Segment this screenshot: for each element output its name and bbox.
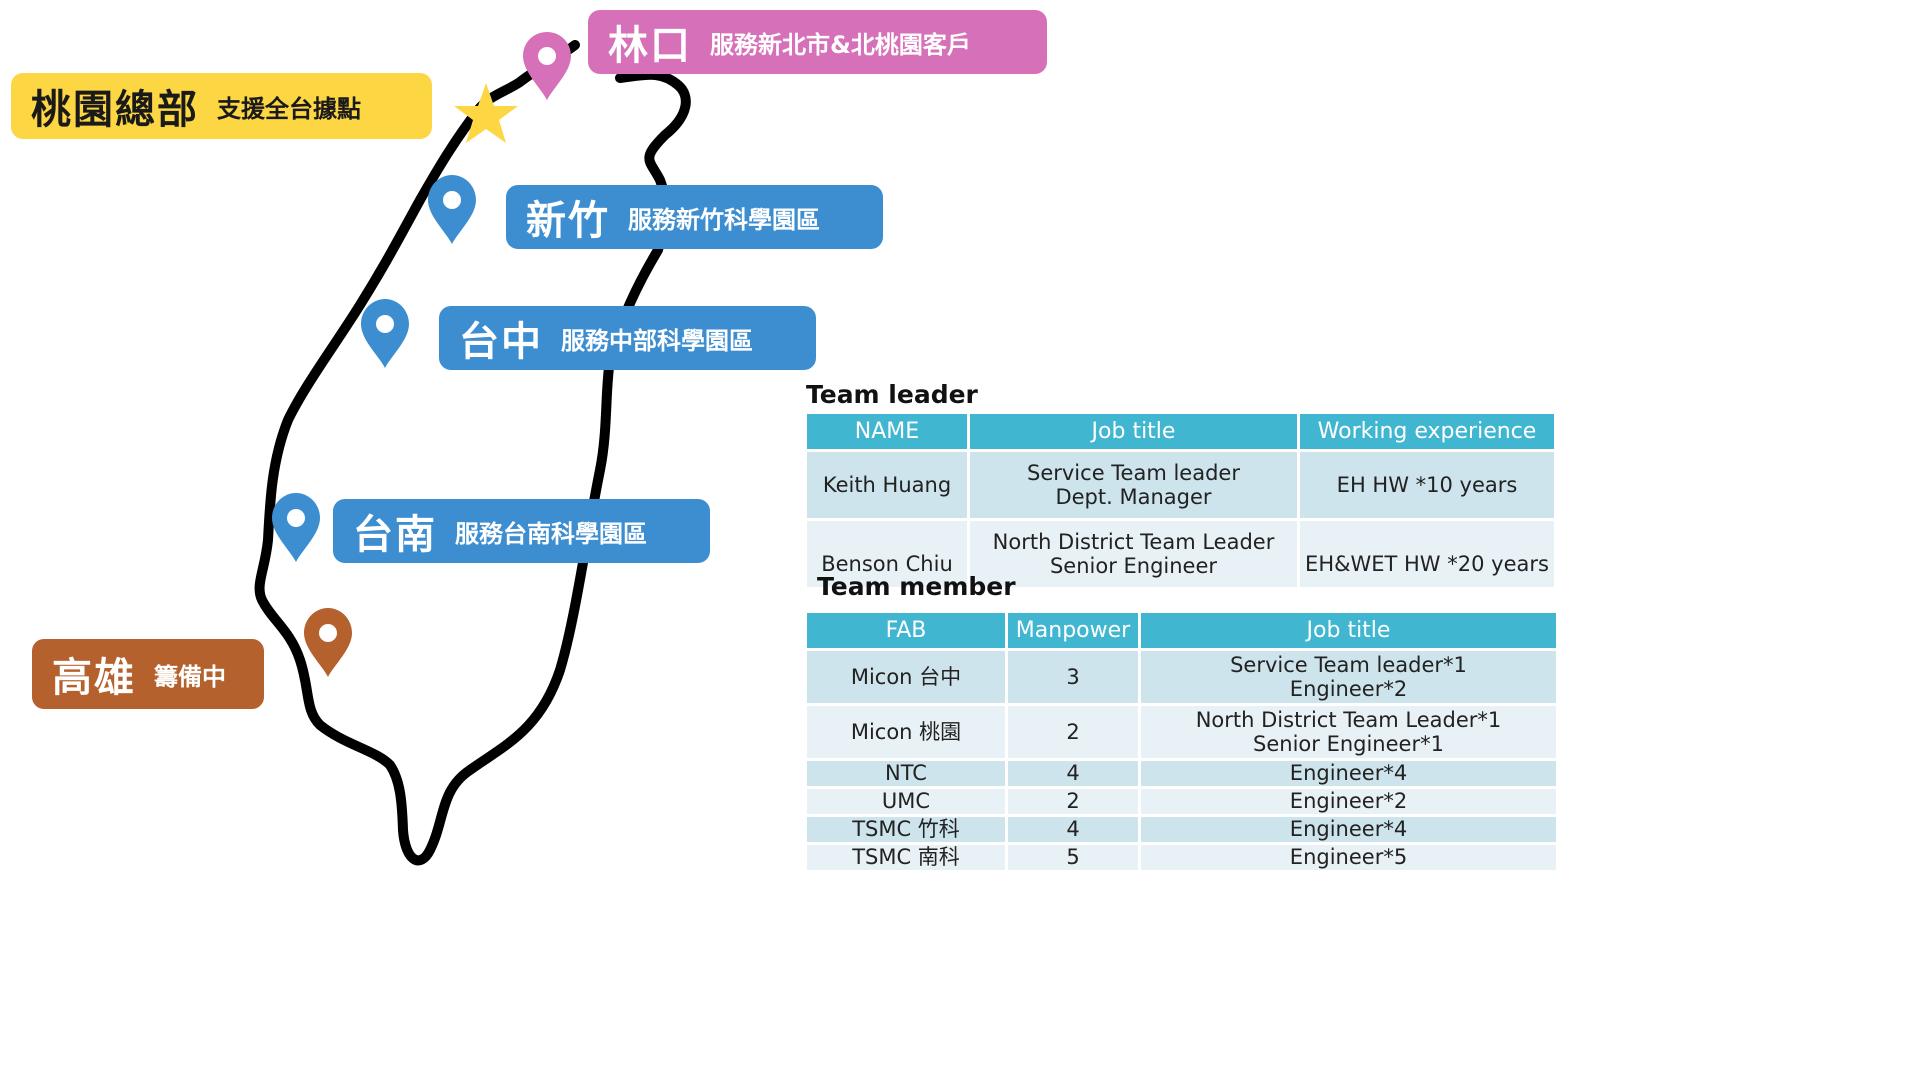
location-desc: 服務新北市&北桃園客戶 <box>710 30 971 59</box>
taiwan-outline <box>254 40 691 866</box>
location-name: 桃園總部 <box>31 87 199 133</box>
table-cell: Benson Chiu <box>804 518 970 590</box>
table-cell: UMC <box>804 786 1008 817</box>
location-label-kaohsiung: 高雄 籌備中 <box>32 639 264 709</box>
table-cell: EH&WET HW *20 years <box>1297 518 1557 590</box>
table-cell: 2 <box>1005 786 1141 817</box>
star-icon <box>454 83 518 143</box>
table-header: Job title <box>1138 610 1559 651</box>
location-name: 台中 <box>459 319 543 365</box>
location-name: 林口 <box>608 23 692 69</box>
table-header: Manpower <box>1005 610 1141 651</box>
table-row: TSMC 南科 5 Engineer*5 <box>804 842 1559 873</box>
location-label-taichung: 台中 服務中部科學園區 <box>439 306 816 370</box>
table-cell: Service Team leader*1 Engineer*2 <box>1138 648 1559 706</box>
location-desc: 服務中部科學園區 <box>561 326 753 355</box>
table-cell: 4 <box>1005 758 1141 789</box>
table-row: UMC 2 Engineer*2 <box>804 786 1559 817</box>
table-cell: Service Team leader Dept. Manager <box>967 449 1300 521</box>
location-name: 台南 <box>353 512 437 558</box>
table-cell: North District Team Leader*1 Senior Engi… <box>1138 703 1559 761</box>
location-desc: 籌備中 <box>154 662 226 691</box>
table-row: Micon 台中 3 Service Team leader*1 Enginee… <box>804 648 1559 706</box>
location-desc: 服務台南科學園區 <box>455 519 647 548</box>
table-cell: EH HW *10 years <box>1297 449 1557 521</box>
location-label-taoyuan: 桃園總部 支援全台據點 <box>11 73 432 139</box>
table-cell: Micon 桃園 <box>804 703 1008 761</box>
location-desc: 支援全台據點 <box>217 94 361 123</box>
location-name: 新竹 <box>526 198 610 244</box>
table-cell: TSMC 竹科 <box>804 814 1008 845</box>
location-label-linkou: 林口 服務新北市&北桃園客戶 <box>588 10 1047 74</box>
table-header: Working experience <box>1297 411 1557 452</box>
table-cell: NTC <box>804 758 1008 789</box>
table-cell: Engineer*2 <box>1138 786 1559 817</box>
map-pin-icon <box>304 608 352 677</box>
table-header: Job title <box>967 411 1300 452</box>
team-leader-table: NAME Job title Working experience Keith … <box>804 411 1557 590</box>
map-pin-icon <box>428 175 476 244</box>
location-label-tainan: 台南 服務台南科學園區 <box>333 499 710 563</box>
map-pin-icon <box>523 32 571 100</box>
table-cell: Engineer*4 <box>1138 814 1559 845</box>
table-cell: Keith Huang <box>804 449 970 521</box>
table-cell: Engineer*4 <box>1138 758 1559 789</box>
location-desc: 服務新竹科學園區 <box>628 205 820 234</box>
team-member-table: FAB Manpower Job title Micon 台中 3 Servic… <box>804 610 1559 873</box>
table-row: TSMC 竹科 4 Engineer*4 <box>804 814 1559 845</box>
table-header: NAME <box>804 411 970 452</box>
table-header: FAB <box>804 610 1008 651</box>
table-row: Keith Huang Service Team leader Dept. Ma… <box>804 449 1557 521</box>
map-pin-icon <box>272 493 320 562</box>
table-cell: Micon 台中 <box>804 648 1008 706</box>
table-row: NTC 4 Engineer*4 <box>804 758 1559 789</box>
table-cell: TSMC 南科 <box>804 842 1008 873</box>
table-cell: North District Team Leader Senior Engine… <box>967 518 1300 590</box>
location-label-hsinchu: 新竹 服務新竹科學園區 <box>506 185 883 249</box>
location-name: 高雄 <box>52 655 136 701</box>
team-leader-title: Team leader <box>806 380 978 409</box>
table-cell: 3 <box>1005 648 1141 706</box>
table-cell: 5 <box>1005 842 1141 873</box>
table-cell: 4 <box>1005 814 1141 845</box>
table-cell: 2 <box>1005 703 1141 761</box>
team-member-title: Team member <box>817 572 1016 601</box>
table-row: Micon 桃園 2 North District Team Leader*1 … <box>804 703 1559 761</box>
table-cell: Engineer*5 <box>1138 842 1559 873</box>
table-row: Benson Chiu North District Team Leader S… <box>804 518 1557 590</box>
map-pin-icon <box>361 299 409 368</box>
